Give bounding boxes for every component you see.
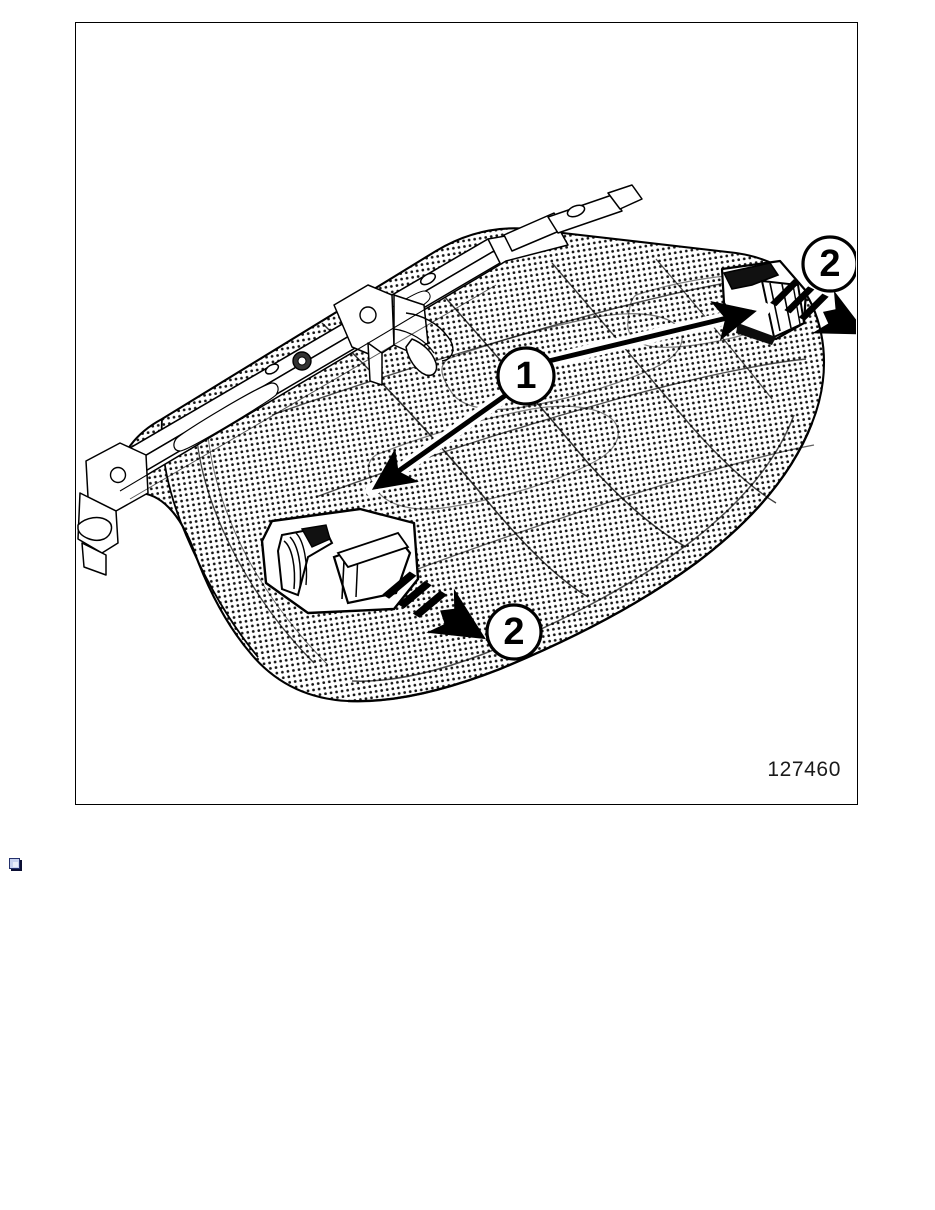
rail-bolt-inner [297, 356, 307, 366]
cushion-left-fold-3 [207, 434, 329, 666]
clip-front-barrel-top [336, 531, 410, 569]
callout-2-upper: 2 [801, 235, 856, 293]
rail-edge-line-2 [129, 284, 497, 500]
rail-end-cap [607, 184, 643, 210]
cushion-seam-1 [321, 322, 589, 598]
rail-hole-3 [566, 204, 586, 218]
broken-image-icon-inner [13, 862, 18, 867]
rail-slot [173, 382, 279, 452]
rail-pivot-arm [405, 338, 438, 377]
callout-2-upper-circle [801, 235, 856, 293]
bracket-hole [359, 306, 377, 324]
broken-image-icon-box [9, 858, 20, 869]
clip-front-lever-tip [300, 524, 331, 548]
callout-2-lower-circle [485, 603, 543, 661]
broken-image-icon[interactable] [9, 858, 22, 871]
motion-arrow-right-clip [770, 279, 856, 335]
clip-front-lever-rib-2 [289, 536, 302, 588]
rail-edge-line-1 [119, 260, 507, 492]
motion-arrowhead-front [426, 588, 486, 640]
clip-right-flap [722, 262, 780, 290]
cushion-seam-3 [551, 262, 777, 504]
clip-right-rib-1 [769, 282, 781, 332]
motion-arrowhead-right [812, 290, 856, 335]
seat-rail-assembly [77, 184, 643, 576]
cushion-panel-outline-2 [367, 405, 619, 510]
callout-1-label: 1 [515, 355, 536, 397]
cushion-bolster-seam-1 [271, 274, 779, 416]
leader-arrow-to-cushion-left [371, 392, 508, 490]
motion-arrow-front-clip [382, 571, 486, 640]
callout-2-upper-label: 2 [819, 243, 840, 285]
rail-hole-1 [419, 272, 437, 286]
rail-hook-wire [405, 312, 454, 362]
speed-line-1 [770, 279, 801, 307]
figure-id-label: 127460 [767, 758, 841, 781]
cushion-left-fold-2 [195, 426, 315, 664]
cushion-seam-2 [435, 286, 687, 548]
leader-arrow-to-cushion-right [527, 300, 757, 369]
callout-1: 1 [496, 346, 556, 406]
rail-left-foot-hook [77, 516, 113, 541]
cushion-panel-outline-1 [441, 313, 683, 410]
seat-rail-upper-right [547, 194, 623, 234]
figure-illustration: 1 2 2 [77, 184, 856, 703]
figure-frame: 1 2 2 127460 [75, 22, 858, 805]
rail-left-tab [81, 542, 107, 576]
callout-2-lower-label: 2 [503, 611, 524, 653]
rail-left-hole [109, 466, 127, 484]
cushion-edge-band-inner [351, 414, 795, 682]
speed-line-1 [382, 571, 417, 599]
rail-hook-wire-2 [393, 328, 435, 354]
callout-1-circle [496, 346, 556, 406]
clip-front-lever-rib-1 [283, 540, 296, 590]
speed-line-3 [412, 590, 448, 618]
clip-front-barrel-rib-1 [341, 560, 345, 600]
retaining-clip-front [260, 507, 420, 615]
speed-line-3 [798, 293, 829, 321]
rail-hole-2 [264, 363, 280, 375]
cushion-bolster-seam-3 [375, 444, 815, 586]
speed-line-2 [784, 286, 815, 314]
leader-arrow-group [365, 300, 771, 497]
callout-2-lower: 2 [485, 603, 543, 661]
speed-line-2 [397, 581, 432, 609]
clip-front-lever-rib-3 [295, 532, 308, 586]
